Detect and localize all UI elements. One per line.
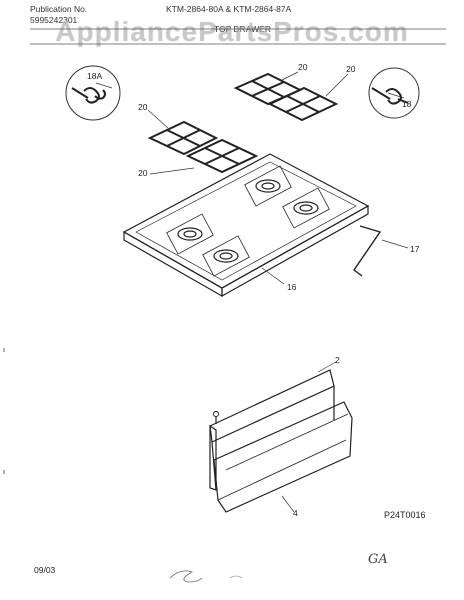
scribble-mark <box>169 570 203 583</box>
support-rod <box>353 225 382 277</box>
cooktop-panel <box>122 153 370 298</box>
callout-4: 4 <box>293 508 298 518</box>
leader-lines <box>95 71 409 513</box>
diagram-code: P24T0016 <box>384 510 426 520</box>
detail-circle-18a <box>65 65 121 121</box>
callout-18: 18 <box>402 99 412 109</box>
callout-17: 17 <box>410 244 420 254</box>
publication-date: 09/03 <box>34 565 56 575</box>
callout-20-lower: 20 <box>138 168 148 178</box>
burner-grates-left <box>147 120 259 174</box>
handwritten-note: GA <box>368 552 388 567</box>
publication-number: 5995242301 <box>30 15 78 25</box>
callout-16: 16 <box>287 282 297 292</box>
detail-circle-18 <box>368 67 420 119</box>
callout-18a: 18A <box>87 71 103 81</box>
callout-20-top-left: 20 <box>298 62 308 72</box>
callout-2: 2 <box>335 355 340 365</box>
model-numbers: KTM-2864-80A & KTM-2864-87A <box>166 4 292 14</box>
publication-label: Publication No. <box>30 4 88 14</box>
callout-20-top-right: 20 <box>346 64 356 74</box>
drawer-assembly <box>209 369 353 513</box>
burner-grates-top <box>233 72 339 122</box>
scribble-mark-2 <box>229 575 243 579</box>
watermark: AppliancePartsPros.com <box>55 16 409 47</box>
callout-20-left: 20 <box>138 102 148 112</box>
